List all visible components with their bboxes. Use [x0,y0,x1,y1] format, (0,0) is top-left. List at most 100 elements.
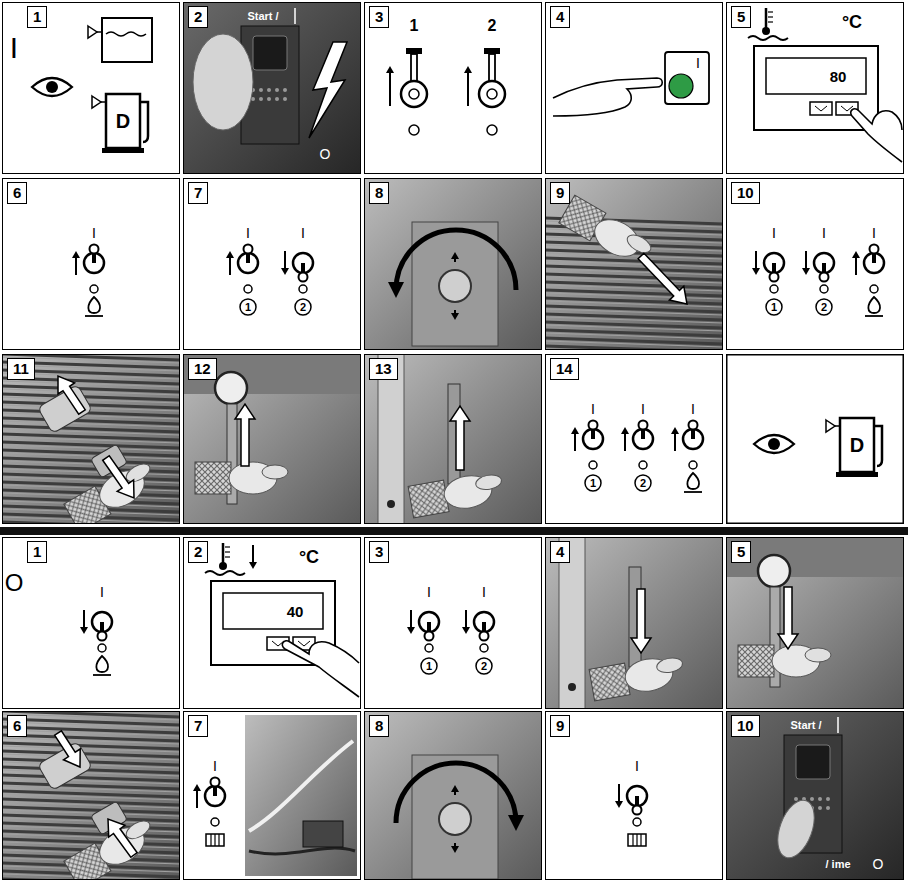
direction-arrow [389,71,391,106]
thermometer-symbol [225,546,230,547]
panel-ground [545,2,723,174]
step-panel: 11 [2,354,180,524]
illustration-part [195,462,231,494]
panel-ground [726,2,904,174]
illustration-part [205,543,359,697]
fuel-pump [874,426,882,466]
direction-arrow [618,784,620,803]
heater-symbol [640,834,641,846]
hose-coil [545,306,723,312]
step-number: 4 [550,541,570,563]
direction-arrow [451,846,459,853]
burner-symbol [687,473,699,489]
direction-arrow [281,268,289,275]
unit-label: °C [842,13,862,31]
switch-on-mark: I [301,226,305,240]
hose-coil [545,314,723,320]
photo-ground [545,537,723,709]
step-panel: 2 [183,537,361,709]
toggle-switch [205,786,225,806]
step-panel: 9 [545,178,723,350]
switch-plate [826,797,830,801]
panel-ground [726,711,904,880]
circled-number: 2 [821,302,827,313]
hose-coil [2,807,180,813]
switch-plate [267,88,271,92]
heater-symbol [214,834,215,846]
panel-ground [726,537,904,709]
button-symbol: I [696,56,700,70]
circled-number [421,658,437,674]
circled-number: 2 [300,302,306,313]
illustration-part [226,245,258,316]
toggle-switch [419,612,439,632]
direction-arrow [624,432,626,451]
step-number: 10 [731,715,760,737]
step-number: 9 [550,182,570,204]
fuel-pump [836,472,878,477]
illustration-part [245,715,357,876]
direction-arrow [386,66,394,73]
step-panel: 7 [183,178,361,350]
direction-arrow [72,251,80,258]
direction-arrow [229,256,231,275]
switch-on-mark: I [591,402,595,416]
controller-button [810,102,832,115]
hose-coil [545,290,723,296]
panel-ground [364,178,542,350]
power-off-symbol: O [5,571,24,595]
step-panel: 3 [364,2,542,174]
illustration-part [571,421,603,492]
toggle-switch [409,89,419,99]
step-panel: 5 [726,537,904,709]
heater-symbol [632,834,633,846]
illustration-part [32,18,152,153]
toggle-switch [98,632,107,641]
photo-ground [364,178,542,350]
toggle-switch [583,429,603,449]
step-number: 7 [188,182,208,204]
fuel-symbol: D [116,111,130,131]
panel-ground [183,537,361,709]
toggle-switch [589,421,598,430]
motion-arrow [235,404,255,466]
photo-ground [183,2,361,174]
toggle-switch [84,253,104,273]
step-number: 6 [7,715,27,737]
indicator-lamp [870,285,878,293]
step-panel: 4 [545,537,723,709]
heater-symbol [206,834,224,846]
hose-coil [2,410,180,416]
direction-arrow [83,610,85,629]
eye-symbol [768,438,780,450]
check-pointer [88,26,97,38]
illustration-part [183,2,361,174]
switch-plate [275,88,279,92]
circled-number [476,658,492,674]
switch-plate [810,797,814,801]
step-panel: 5 [726,2,904,174]
hose-coil [2,450,180,456]
switch-number: 2 [488,18,497,34]
photo-ground [545,178,723,350]
panel-ground [545,354,723,524]
switch-legend: O [873,857,884,871]
check-pointer [826,420,835,432]
machine-frame [568,683,576,691]
section-separator [0,527,908,535]
switch-on-mark: I [822,226,826,240]
step-panel: 1 [2,537,180,709]
hose-coil [2,767,180,773]
hand-outline [851,109,902,162]
thermometer-symbol [222,543,225,563]
toggle-switch [406,48,422,54]
toggle-switch [425,632,434,641]
thermometer-symbol [219,562,227,570]
direction-arrow [574,432,576,451]
thermometer-symbol [765,8,768,28]
hose-coil [2,799,180,805]
step-number: 1 [27,6,47,28]
motion-arrow [450,406,470,470]
illustration-part [726,537,904,709]
